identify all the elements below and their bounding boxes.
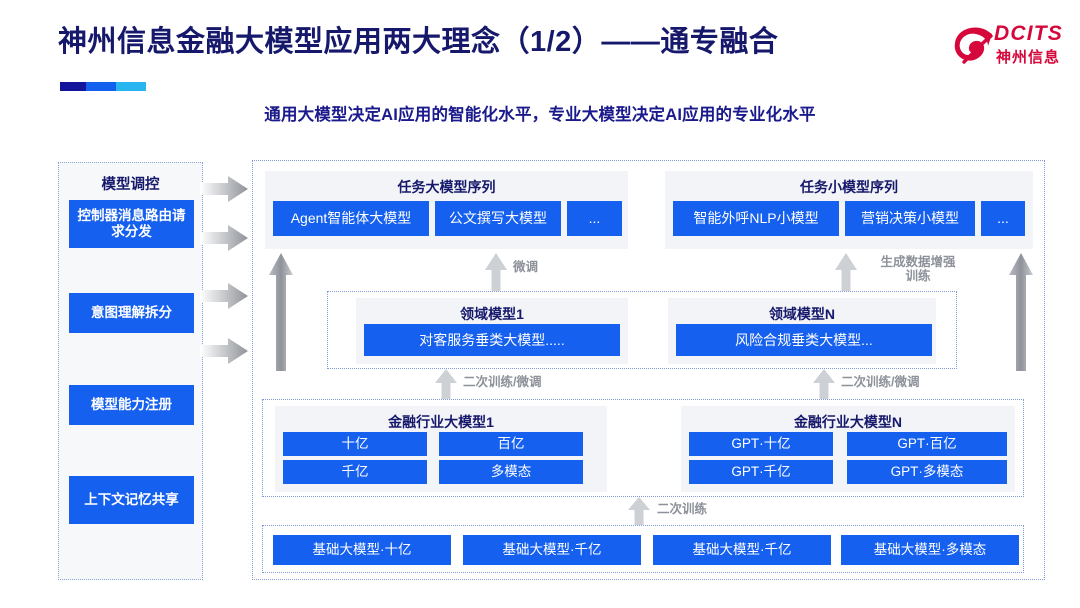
- logo-brand-text: DCITS: [994, 22, 1063, 45]
- industry-model-n-panel: 金融行业大模型N GPT·十亿 GPT·百亿 GPT·千亿 GPT·多模态: [681, 406, 1015, 492]
- base-model-container: 基础大模型·十亿 基础大模型·千亿 基础大模型·千亿 基础大模型·多模态: [262, 525, 1024, 573]
- company-logo: DCITS 神州信息: [952, 20, 1074, 72]
- flow-arrow-right-0: [200, 176, 248, 202]
- base-model-box-2[interactable]: 基础大模型·千亿: [653, 535, 831, 565]
- model-control-panel: 模型调控 控制器消息路由请求分发 意图理解拆分 模型能力注册 上下文记忆共享: [58, 162, 203, 580]
- control-item-1[interactable]: 意图理解拆分: [69, 293, 194, 333]
- industry-model-n-box-1[interactable]: GPT·百亿: [847, 432, 1007, 456]
- industry-model-1-box-3[interactable]: 多模态: [439, 460, 583, 484]
- task-small-model-box-2[interactable]: ...: [981, 201, 1025, 236]
- domain-model-container: 领域模型1 对客服务垂类大模型..... 领域模型N 风险合规垂类大模型...: [327, 291, 957, 369]
- flow-arrow-up-retrain-right: [813, 369, 835, 399]
- task-large-model-title: 任务大模型序列: [397, 179, 496, 195]
- industry-model-n-box-3[interactable]: GPT·多模态: [847, 460, 1007, 484]
- task-small-model-box-1[interactable]: 营销决策小模型: [845, 201, 975, 236]
- domain-model-1-title: 领域模型1: [460, 306, 524, 322]
- architecture-diagram: 任务大模型序列 Agent智能体大模型 公文撰写大模型 ... 任务小模型序列 …: [252, 160, 1045, 580]
- arrow-label-retrain-finetune-left: 二次训练/微调: [463, 375, 542, 389]
- arrow-label-retrain: 二次训练: [657, 502, 708, 516]
- accent-segment-1: [60, 82, 86, 91]
- arrow-label-retrain-finetune-right: 二次训练/微调: [841, 375, 920, 389]
- arrow-label-data-augmentation: 生成数据增强 训练: [863, 255, 973, 284]
- domain-model-1-panel: 领域模型1 对客服务垂类大模型.....: [356, 298, 628, 364]
- arrow-label-finetune: 微调: [513, 260, 539, 274]
- industry-model-container: 金融行业大模型1 十亿 百亿 千亿 多模态 金融行业大模型N GPT·十亿 GP…: [262, 399, 1024, 497]
- accent-segment-2: [86, 82, 116, 91]
- arrow-label-data-augmentation-line2: 训练: [905, 269, 931, 284]
- task-large-model-box-2[interactable]: ...: [567, 201, 622, 236]
- task-small-model-title: 任务小模型序列: [800, 179, 898, 195]
- flow-arrow-right-3: [200, 338, 248, 364]
- control-item-3[interactable]: 上下文记忆共享: [69, 476, 194, 524]
- base-model-box-0[interactable]: 基础大模型·十亿: [273, 535, 451, 565]
- industry-model-n-box-2[interactable]: GPT·千亿: [689, 460, 833, 484]
- control-item-2[interactable]: 模型能力注册: [69, 385, 194, 425]
- flow-arrow-up-data-augmentation: [835, 253, 857, 291]
- flow-arrow-up-left-tall: [269, 253, 293, 371]
- industry-model-1-box-2[interactable]: 千亿: [283, 460, 427, 484]
- logo-brand-cn-text: 神州信息: [996, 49, 1061, 66]
- title-accent-rule: [60, 82, 146, 91]
- model-control-panel-title: 模型调控: [101, 177, 160, 193]
- domain-model-n-title: 领域模型N: [768, 306, 836, 322]
- domain-model-n-panel: 领域模型N 风险合规垂类大模型...: [668, 298, 936, 364]
- page-subtitle: 通用大模型决定AI应用的智能化水平，专业大模型决定AI应用的专业化水平: [264, 106, 816, 124]
- control-item-0[interactable]: 控制器消息路由请求分发: [69, 200, 194, 248]
- accent-segment-3: [116, 82, 146, 91]
- task-large-model-panel: 任务大模型序列 Agent智能体大模型 公文撰写大模型 ...: [265, 171, 628, 249]
- task-large-model-box-1[interactable]: 公文撰写大模型: [435, 201, 561, 236]
- industry-model-1-title: 金融行业大模型1: [388, 414, 494, 430]
- industry-model-n-box-0[interactable]: GPT·十亿: [689, 432, 833, 456]
- base-model-box-3[interactable]: 基础大模型·多模态: [841, 535, 1019, 565]
- base-model-box-1[interactable]: 基础大模型·千亿: [463, 535, 641, 565]
- domain-model-1-box[interactable]: 对客服务垂类大模型.....: [364, 324, 620, 356]
- flow-arrow-up-finetune: [485, 253, 507, 291]
- flow-arrow-up-right-tall: [1009, 253, 1033, 371]
- task-small-model-box-0[interactable]: 智能外呼NLP小模型: [673, 201, 839, 236]
- flow-arrow-right-1: [200, 225, 248, 251]
- task-small-model-panel: 任务小模型序列 智能外呼NLP小模型 营销决策小模型 ...: [665, 171, 1033, 249]
- flow-arrow-up-retrain-left: [435, 369, 457, 399]
- flow-arrow-up-retrain-center: [628, 497, 650, 525]
- arrow-label-data-augmentation-line1: 生成数据增强: [880, 255, 956, 269]
- industry-model-1-panel: 金融行业大模型1 十亿 百亿 千亿 多模态: [275, 406, 607, 492]
- industry-model-1-box-0[interactable]: 十亿: [283, 432, 427, 456]
- domain-model-n-box[interactable]: 风险合规垂类大模型...: [676, 324, 932, 356]
- industry-model-n-title: 金融行业大模型N: [793, 414, 903, 430]
- flow-arrow-right-2: [200, 283, 248, 309]
- task-large-model-box-0[interactable]: Agent智能体大模型: [273, 201, 429, 236]
- page-title: 神州信息金融大模型应用两大理念（1/2）——通专融合: [58, 26, 779, 58]
- dcits-swoosh-icon: [954, 27, 993, 64]
- industry-model-1-box-1[interactable]: 百亿: [439, 432, 583, 456]
